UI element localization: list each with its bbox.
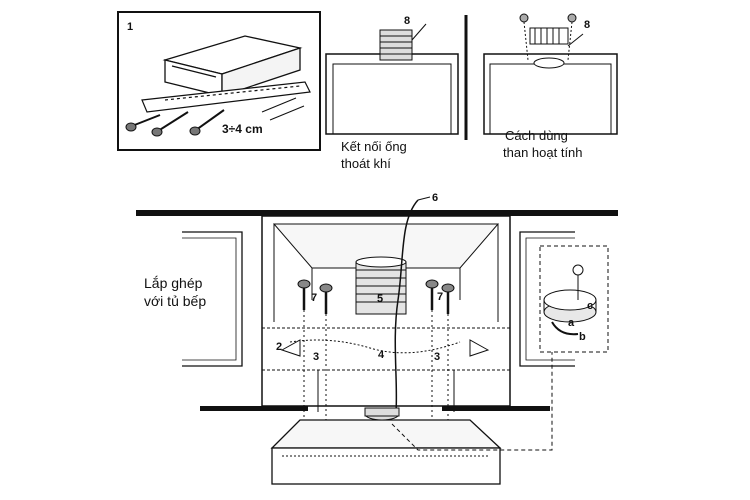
inset-label-b: b bbox=[579, 331, 586, 343]
hood-box-sketch bbox=[162, 35, 303, 97]
inset-label-a: a bbox=[568, 317, 575, 329]
callout-duct: 5 bbox=[377, 293, 383, 305]
exhaust-duct-icon bbox=[379, 23, 427, 61]
callout-rail: 4 bbox=[378, 349, 385, 361]
left-cabinet bbox=[182, 231, 243, 367]
callout-screw-left: 7 bbox=[311, 292, 317, 304]
callout-cable: 6 bbox=[432, 192, 438, 204]
panel-charcoal-caption-line2: than hoạt tính bbox=[503, 145, 583, 160]
inset-label-c: c bbox=[587, 300, 593, 312]
panel-exhaust-number: 8 bbox=[404, 15, 410, 27]
main-diagram: 5 6 7 7 2 bbox=[136, 192, 618, 485]
screw-icon bbox=[425, 279, 439, 310]
charcoal-filter-icon bbox=[519, 13, 584, 61]
main-caption-line1: Lắp ghép bbox=[144, 275, 203, 291]
main-caption-line2: với tủ bếp bbox=[144, 293, 206, 309]
cabinet-board bbox=[141, 81, 311, 113]
panel-charcoal-caption-line1: Cách dùng bbox=[505, 128, 568, 143]
right-cabinet bbox=[519, 231, 575, 367]
callout-bracket-left: 2 bbox=[276, 341, 282, 353]
panel-exhaust: 8 Kết nối ống thoát khí bbox=[325, 15, 459, 171]
measure-label: 3÷4 cm bbox=[222, 122, 263, 136]
screw-icon bbox=[151, 111, 189, 137]
bottom-shelf-right bbox=[442, 406, 550, 411]
measure-arrows bbox=[261, 97, 305, 121]
screws-group bbox=[125, 109, 225, 137]
guide-lines bbox=[303, 310, 449, 420]
inset-detail: c a b bbox=[539, 245, 609, 353]
top-shelf bbox=[136, 210, 618, 216]
rotate-arrow-icon bbox=[551, 321, 579, 336]
vent-hole bbox=[533, 57, 565, 69]
panel-exhaust-caption-line1: Kết nối ống bbox=[341, 139, 407, 154]
bracket-icon bbox=[280, 339, 301, 357]
callout-fix-right: 3 bbox=[434, 351, 440, 363]
cabinet-top-exhaust bbox=[325, 53, 459, 135]
screw-icon bbox=[189, 109, 225, 136]
panel-mounting: 1 bbox=[117, 11, 321, 151]
panel-charcoal: 8 Cách dùng than hoạt tính bbox=[483, 13, 618, 160]
panel-charcoal-number: 8 bbox=[584, 19, 590, 31]
bottom-shelf-left bbox=[200, 406, 308, 411]
power-cable bbox=[394, 199, 419, 413]
screw-icon bbox=[319, 283, 333, 314]
panel-exhaust-caption-line2: thoát khí bbox=[341, 156, 391, 171]
range-hood bbox=[270, 407, 502, 485]
filter-ring-icon bbox=[543, 264, 597, 323]
panel-mounting-number: 1 bbox=[127, 21, 133, 33]
screw-icon bbox=[125, 114, 161, 132]
duct-icon bbox=[355, 256, 407, 315]
callout-screw-right: 7 bbox=[437, 291, 443, 303]
inset-connector bbox=[391, 352, 553, 451]
screw-icon bbox=[297, 279, 311, 310]
bracket-icon bbox=[469, 339, 490, 357]
callout-fix-left: 3 bbox=[313, 351, 319, 363]
screw-icon bbox=[441, 283, 455, 314]
